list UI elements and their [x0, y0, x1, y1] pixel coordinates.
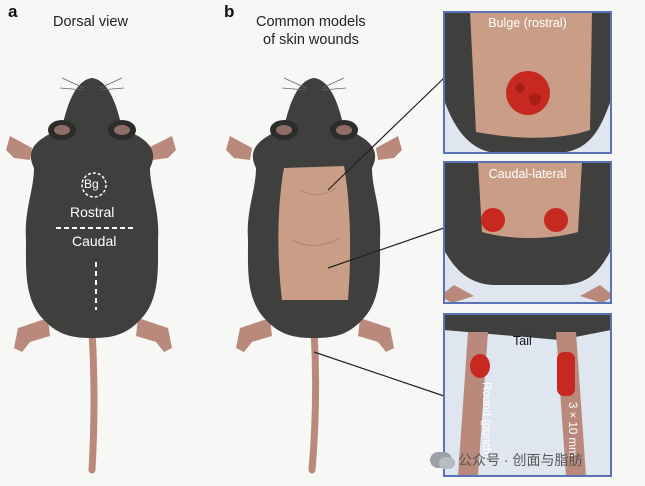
panel-a-title: Dorsal view	[53, 14, 128, 30]
mouse-b	[226, 77, 402, 474]
mouse-a-body	[25, 78, 159, 338]
wechat-icon	[430, 452, 455, 469]
inset-tail	[443, 313, 612, 477]
panel-b-letter: b	[224, 2, 235, 21]
tail-round-wound	[470, 354, 490, 378]
round-punch-label: Round (punch)	[480, 382, 492, 459]
bulge-marker	[81, 172, 107, 198]
watermark: 公众号 · 创面与脂肪	[430, 450, 582, 470]
inset-caudal-lateral-label: Caudal-lateral	[488, 167, 567, 181]
caudal-label: Caudal	[72, 233, 117, 249]
rect-wound-label: 3 × 10 mm	[566, 402, 578, 457]
rostral-label: Rostral	[70, 204, 115, 220]
inset-caudal-lateral	[443, 161, 612, 304]
watermark-text: 公众号 · 创面与脂肪	[458, 452, 583, 468]
bulge-label: Bg	[84, 177, 99, 191]
tail-rect-wound	[557, 352, 575, 396]
inset-bulge	[443, 11, 612, 154]
panel-b-title-line2: of skin wounds	[263, 32, 359, 48]
inset-tail-label: Tail	[513, 334, 532, 348]
caudal-wound-right	[544, 208, 568, 232]
connector-lines	[313, 77, 445, 397]
panel-a-letter: a	[8, 2, 18, 21]
panel-b-title-line1: Common models	[256, 14, 366, 30]
caudal-wound-left	[481, 208, 505, 232]
mouse-a	[6, 77, 176, 474]
bulge-wound	[506, 71, 550, 115]
inset-bulge-label: Bulge (rostral)	[488, 16, 567, 30]
shaved-skin-area	[278, 166, 351, 300]
